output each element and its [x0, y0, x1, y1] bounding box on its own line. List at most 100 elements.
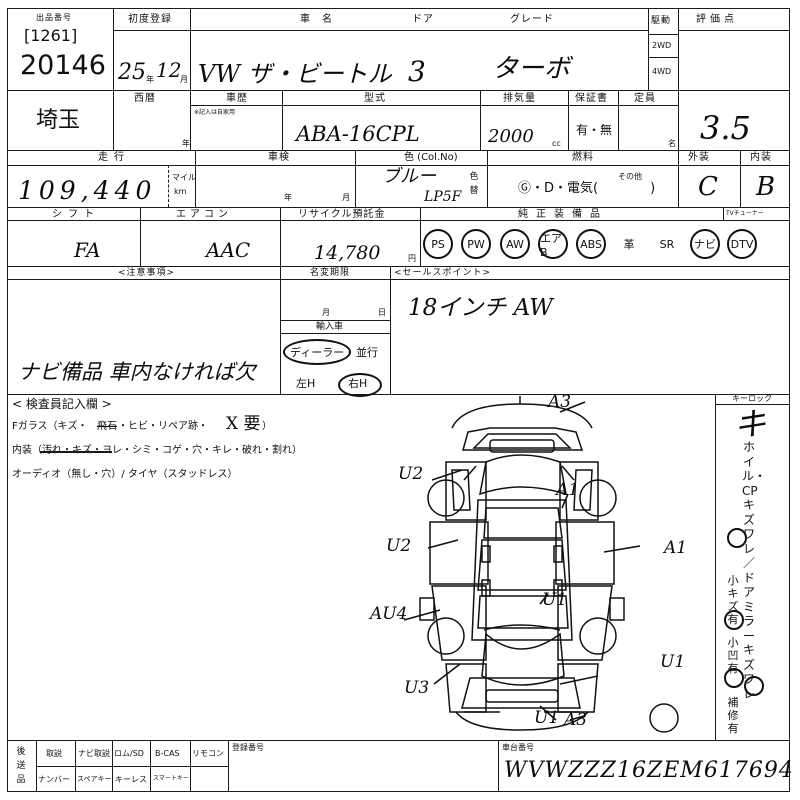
history-label: 車歴: [226, 93, 248, 104]
parallel-label: 並行: [356, 346, 378, 359]
row1-divider-drive: [648, 8, 649, 90]
row4-divider-shift: [140, 207, 141, 266]
row2-bottom-line: [7, 150, 790, 151]
inspection-year-unit: 年: [284, 193, 292, 202]
door-value: 3: [408, 55, 426, 88]
model-value: VW ザ・ビートル: [198, 60, 392, 88]
mileage-unit-km: km: [174, 187, 187, 196]
color-code: LP5F: [424, 189, 462, 205]
mileage-unit-divider: [168, 165, 169, 207]
sales-point-label: <セールスポイント>: [394, 268, 492, 278]
damage-code-10: U1: [534, 708, 560, 728]
row1-divider-lot: [113, 8, 114, 90]
displacement-unit: cc: [552, 139, 561, 148]
row1-divider-reg: [190, 8, 191, 90]
equipment-3: AW: [500, 229, 530, 259]
tuner-divider: [723, 207, 724, 220]
inspector-line3: オーディオ（無し・穴）/ タイヤ（スタッドレス）: [12, 469, 238, 480]
equipment-6: 革: [623, 238, 635, 251]
score-value: 3.5: [700, 109, 751, 147]
remote-label: リモコン: [192, 749, 224, 758]
interior-value: B: [756, 172, 776, 202]
row2-divider-warranty: [618, 90, 619, 150]
keyless-label: キーレス: [115, 775, 147, 784]
door-label: ドア: [412, 14, 434, 25]
equipment-8: ナビ: [690, 229, 720, 259]
keylock-line: [715, 404, 790, 405]
inspector-line1-struck: 飛石: [97, 421, 117, 432]
misc-label: 後送品: [16, 747, 26, 785]
side-circle-4: [744, 676, 764, 696]
number-label: ナンバー: [38, 775, 70, 784]
damage-code-2: U2: [398, 464, 424, 484]
drive-label: 駆動: [651, 16, 672, 26]
notes-divider-right: [390, 266, 391, 394]
sheet-frame: [7, 8, 790, 792]
chassis-label: 車台番号: [502, 743, 534, 752]
inspector-title: < 検査員記入欄 >: [12, 397, 112, 411]
damage-code-4: U2: [386, 536, 412, 556]
type-value: ABA-16CPL: [296, 122, 420, 146]
row4-header-line: [7, 220, 790, 221]
damage-code-9: U3: [404, 678, 430, 698]
first-reg-month-unit: 月: [180, 75, 188, 84]
grade-label: グレード: [510, 14, 554, 25]
mileage-value: 109,440: [18, 176, 157, 205]
score-header-line: [678, 30, 790, 31]
equipment-label: 純正装備品: [518, 209, 608, 220]
row3-divider-fuel: [678, 150, 679, 207]
damage-code-11: A3: [564, 710, 588, 730]
line2-scribble: [40, 451, 112, 453]
row3-divider-ext: [740, 150, 741, 207]
interior-label: 内装: [750, 152, 772, 163]
recycle-value: 14,780: [314, 242, 381, 264]
score-label: 評価点: [696, 14, 738, 25]
first-reg-year-unit: 年: [146, 75, 154, 84]
capacity-label: 定員: [634, 93, 656, 104]
keylock-value: キ: [734, 405, 767, 443]
model-label: 車 名: [300, 14, 333, 25]
side-circle-1: [727, 528, 747, 548]
notes-header-line: [7, 279, 790, 280]
row2-header-line: [190, 105, 678, 106]
day-label: 日: [378, 308, 386, 317]
side-circle-2: [724, 610, 744, 630]
damage-code-8: U1: [660, 652, 686, 672]
footer-divider-chassis: [498, 740, 499, 792]
right-h-circle: [338, 373, 382, 397]
displacement-value: 2000: [488, 126, 534, 147]
exterior-value: C: [698, 172, 718, 202]
type-label: 型式: [364, 93, 386, 104]
sales-point-text: 18インチ AW: [408, 295, 553, 321]
row3-header-line: [7, 165, 790, 166]
equipment-2: PW: [461, 229, 491, 259]
tuner-label: TVチューナー: [726, 210, 764, 217]
displacement-label: 排気量: [503, 93, 536, 104]
inspector-line1-mark: X 要: [226, 414, 261, 434]
inspector-line1-end: ）: [262, 421, 272, 432]
damage-code-6: U1: [542, 590, 568, 610]
first-reg-year: 25: [118, 60, 146, 85]
row4-divider-recycle: [420, 207, 421, 266]
spare-key-label: スペアキー: [77, 775, 112, 783]
side-notes: ホイル・CPキズワレ／ドアミラーキズワレ: [742, 440, 767, 701]
drive-2wd: 2WD: [652, 41, 672, 50]
equipment-7: SR: [659, 237, 675, 251]
grade-value: ターボ: [492, 54, 571, 84]
row4-divider-aircon: [280, 207, 281, 266]
footer-divider-5: [228, 740, 229, 792]
year-label: 年: [182, 139, 190, 148]
color-value: ブルー: [382, 166, 436, 187]
warranty-label: 保証書: [575, 93, 608, 104]
recycle-unit: 円: [408, 254, 416, 263]
color-label: 色 (Col.No): [404, 152, 458, 163]
row2-divider-type: [480, 90, 481, 150]
history-note: ※記入は自家用: [194, 109, 236, 116]
fuel-other: その他: [618, 172, 642, 181]
fuel-label: 燃料: [572, 152, 594, 163]
inspector-line1-prefix: Fガラス（キズ・: [12, 421, 88, 432]
caution-label: <注意事項>: [118, 268, 176, 278]
smart-key-label: スマートキー: [153, 775, 189, 782]
fuel-options: Ⓖ・D・電気( ): [518, 181, 656, 196]
